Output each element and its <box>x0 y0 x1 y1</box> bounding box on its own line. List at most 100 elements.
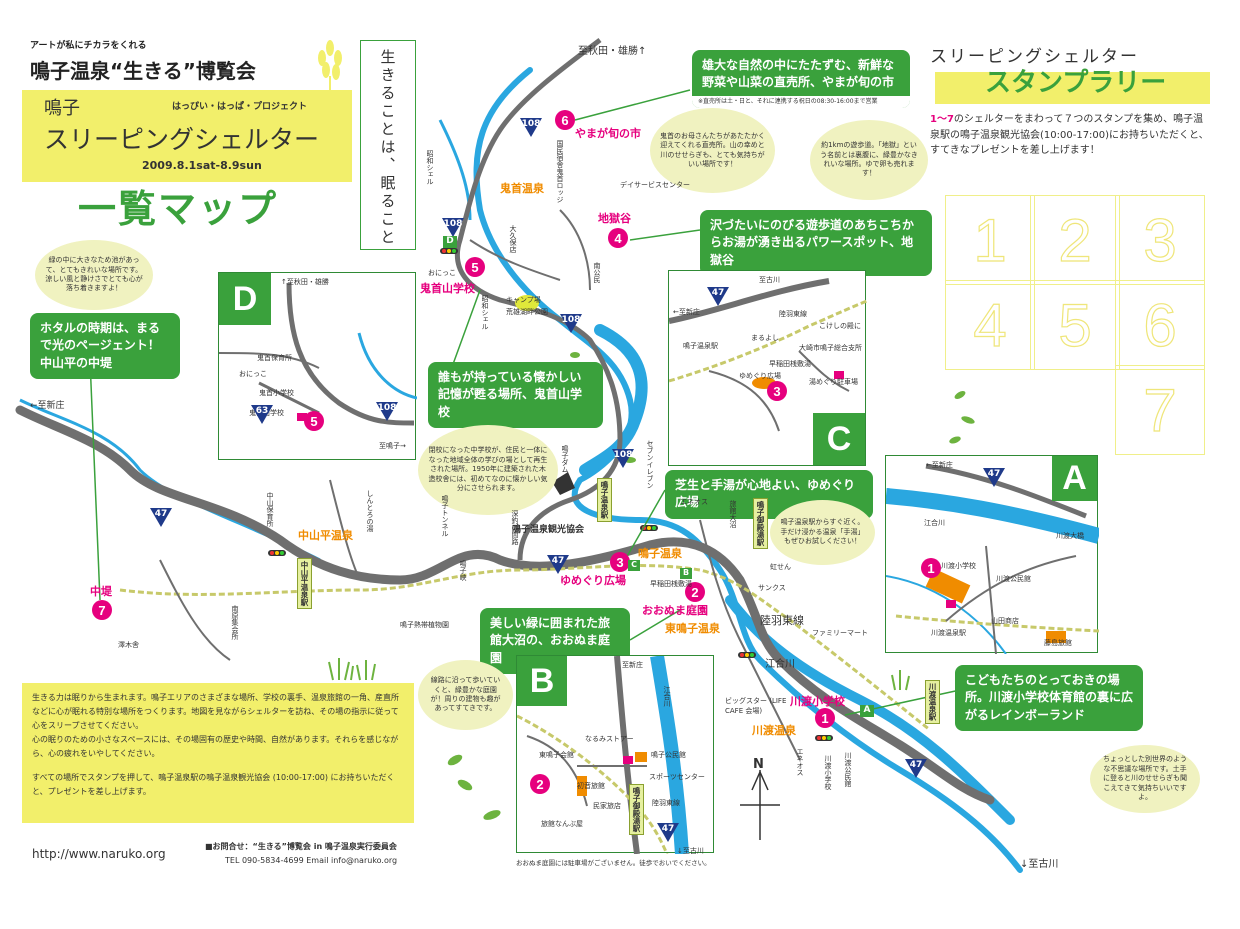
place-label-7: 中堤 <box>90 585 112 598</box>
stamp-rally-description: 1〜7のシェルターをまわって７つのスタンプを集め、鳴子温泉駅の鳴子温泉観光協会(… <box>930 114 1209 156</box>
route-47-shield-2: 47 <box>545 553 571 575</box>
label-kawatabi-office: 川渡公民館 <box>844 752 852 787</box>
inset-B-pin-2[interactable]: 2 <box>530 774 550 794</box>
intro-paragraph-2: 心の眠りのための小さなスペースには、その場固有の歴史や時間、自然があります。それ… <box>32 735 399 758</box>
inset-C-label: 陸羽東線 <box>779 310 807 318</box>
inset-D-label: おにっこ <box>239 370 267 378</box>
inset-A-pin-1[interactable]: 1 <box>921 558 941 578</box>
stamp-cell-4: 4 <box>945 280 1035 370</box>
intro-paragraph-3: すべての場所でスタンプを押して、鳴子温泉駅の鳴子温泉観光協会 (10:00-17… <box>32 773 395 796</box>
tagline: アートが私にチカラをくれる <box>30 41 147 51</box>
place-label-3: ゆめぐり広場 <box>560 574 626 587</box>
inset-A-label: 藤島旅館 <box>1044 639 1072 647</box>
route-47-road <box>15 405 995 805</box>
project-label: はっぴい・はっぱ・プロジェクト <box>172 102 308 112</box>
pin-7[interactable]: 7 <box>92 600 112 620</box>
label-okubo: 大久保店 <box>509 225 517 253</box>
locator-A[interactable]: A <box>860 705 874 717</box>
inset-C-route-47: 47 <box>705 285 731 307</box>
place-label-4: 地獄谷 <box>598 212 631 225</box>
inset-D-pin-5[interactable]: 5 <box>304 411 324 431</box>
pin-1[interactable]: 1 <box>815 708 835 728</box>
inset-C-label: こけしの殿に <box>819 322 861 330</box>
inset-B-label: 民家旅店 <box>593 802 621 810</box>
station-naruko: 鳴子温泉駅 <box>597 478 612 522</box>
vertical-phrase-box: 生きることは、眠ること <box>360 40 416 250</box>
inset-A-label: 川渡大橋 <box>1056 532 1084 540</box>
stamp-cell-1: 1 <box>945 195 1035 285</box>
bubble-6: 鬼首のお母さんたちがあたたかく迎えてくれる直売所。山の幸めと川のせせらぎも、とて… <box>650 108 775 193</box>
pin-5[interactable]: 5 <box>465 257 485 277</box>
inset-D-label: 鬼首小学校 <box>259 389 294 397</box>
inset-A-label: ←至新庄 <box>926 461 953 469</box>
inset-D-route-63: 63 <box>249 403 275 425</box>
label-nakayama-nursery: 中山保育所 <box>266 492 274 527</box>
inset-B-station: 鳴子御殿湯駅 <box>629 784 644 835</box>
locator-C[interactable]: C <box>628 560 640 571</box>
contact-label: ■お問合せ：“生きる”博覧会 in 鳴子温泉実行委員会 <box>205 842 397 851</box>
pin-6[interactable]: 6 <box>555 110 575 130</box>
pin-3[interactable]: 3 <box>610 552 630 572</box>
inset-A-label: 山田商店 <box>991 617 1019 625</box>
pin-2[interactable]: 2 <box>685 582 705 602</box>
onsen-kawatabi: 川渡温泉 <box>752 724 796 737</box>
project-place: 鳴子 <box>44 98 80 119</box>
inset-A-label: 川渡小学校 <box>941 562 976 570</box>
label-ryokan-onuma: 旅館大沼 <box>729 500 737 528</box>
callout-4: 沢づたいにのびる遊歩道のあちこちからお湯が湧き出るパワースポット、地獄谷 <box>700 210 932 277</box>
inset-B-letter: B <box>517 656 567 706</box>
tourism-association: 鳴子温泉観光協会 <box>512 525 585 535</box>
bubble-7: 緑の中に大きなため池があって、とてもきれいな場所です。涼しい風と静けさでとても心… <box>35 240 153 310</box>
inset-C-label: ←至新庄 <box>673 308 700 316</box>
stamp-grid: 1 2 3 4 5 6 7 <box>945 195 1215 473</box>
title-panel: 鳴子 はっぴい・はっぱ・プロジェクト スリーピングシェルター 2009.8.1s… <box>22 90 352 182</box>
inset-C-label: 鳴子温泉駅 <box>683 342 718 350</box>
traffic-signal-icon <box>268 248 833 741</box>
label-arao-park: 荒雄湖畔公園 <box>506 308 548 316</box>
label-naruko-dam: 鳴子ダム <box>561 445 569 473</box>
label-familymart: ファミリーマート <box>812 629 868 637</box>
place-label-5: 鬼首山学校 <box>420 282 475 295</box>
locator-B[interactable]: B <box>680 568 692 579</box>
label-lodge: 国民宿舎鬼首ロッジ <box>556 140 564 203</box>
shelter-title: スリーピングシェルター <box>44 125 320 154</box>
pin-4[interactable]: 4 <box>608 228 628 248</box>
inset-B-route-47: 47 <box>655 821 681 843</box>
bubble-4: 約1kmの遊歩道。「地獄」という名前とは裏腹に、緑豊かなきれいな場所。ゆで卵も売… <box>810 120 928 200</box>
inset-A-letter: A <box>1052 456 1097 501</box>
callout-6: 雄大な自然の中にたたずむ、新鮮な野菜や山菜の直売所、やまが旬の市 ※直売所は土・… <box>692 50 910 109</box>
callout-5: 誰もが持っている懐かしい記憶が甦る場所、鬼首山学校 <box>428 362 603 429</box>
north-arrow-icon <box>740 770 780 840</box>
contact-details: TEL 090-5834-4699 Email info@naruko.org <box>225 856 398 865</box>
grass-decoration <box>328 658 910 691</box>
inset-C-label: まるよし <box>751 334 779 342</box>
inset-C-pin-3[interactable]: 3 <box>767 381 787 401</box>
station-nakayamadaira: 中山平温泉駅 <box>297 558 312 609</box>
label-yokoyama: 澤木舎 <box>118 641 139 649</box>
inset-B-bottom: ↓至古川 <box>677 847 704 855</box>
place-label-6: やまが旬の市 <box>575 127 641 140</box>
direction-akita: 至秋田・雄勝↑ <box>578 46 647 57</box>
inset-C-label: 至古川 <box>759 276 780 284</box>
locator-D[interactable]: D <box>443 236 457 248</box>
inset-C-label: ゆめぐり広場 <box>739 372 781 380</box>
label-naruko-tunnel: 鳴子トンネル <box>441 495 449 537</box>
direction-furukawa: ↓至古川 <box>1020 859 1059 870</box>
inset-A-route-47: 47 <box>981 466 1007 488</box>
inset-D-route-108: 108 <box>374 400 400 422</box>
stamp-rally-title: スタンプラリー <box>985 68 1167 98</box>
event-title: 鳴子温泉“生きる”博覧会 <box>30 59 256 83</box>
bubble-5: 閉校になった中学校が、住民と一体になった地域全体の学びの場として再生された場所。… <box>418 425 558 515</box>
route-47-shield: 47 <box>148 506 174 528</box>
stamp-rally-kicker: スリーピングシェルター <box>930 47 1139 67</box>
inset-B-label: スポーツセンター <box>649 773 705 781</box>
stamp-cell-2: 2 <box>1030 195 1120 285</box>
label-eneos-2: エネオス <box>796 748 804 776</box>
label-showa-shell: 昭和シェル <box>426 150 434 185</box>
route-47-shield-3: 47 <box>903 757 929 779</box>
website-link[interactable]: http://www.naruko.org <box>32 847 166 861</box>
inset-C-label: 早稲田桟敷湯 <box>769 360 811 368</box>
wheat-icon <box>318 40 342 90</box>
inset-C-letter: C <box>813 413 865 465</box>
station-goten: 鳴子御殿湯駅 <box>753 498 768 549</box>
